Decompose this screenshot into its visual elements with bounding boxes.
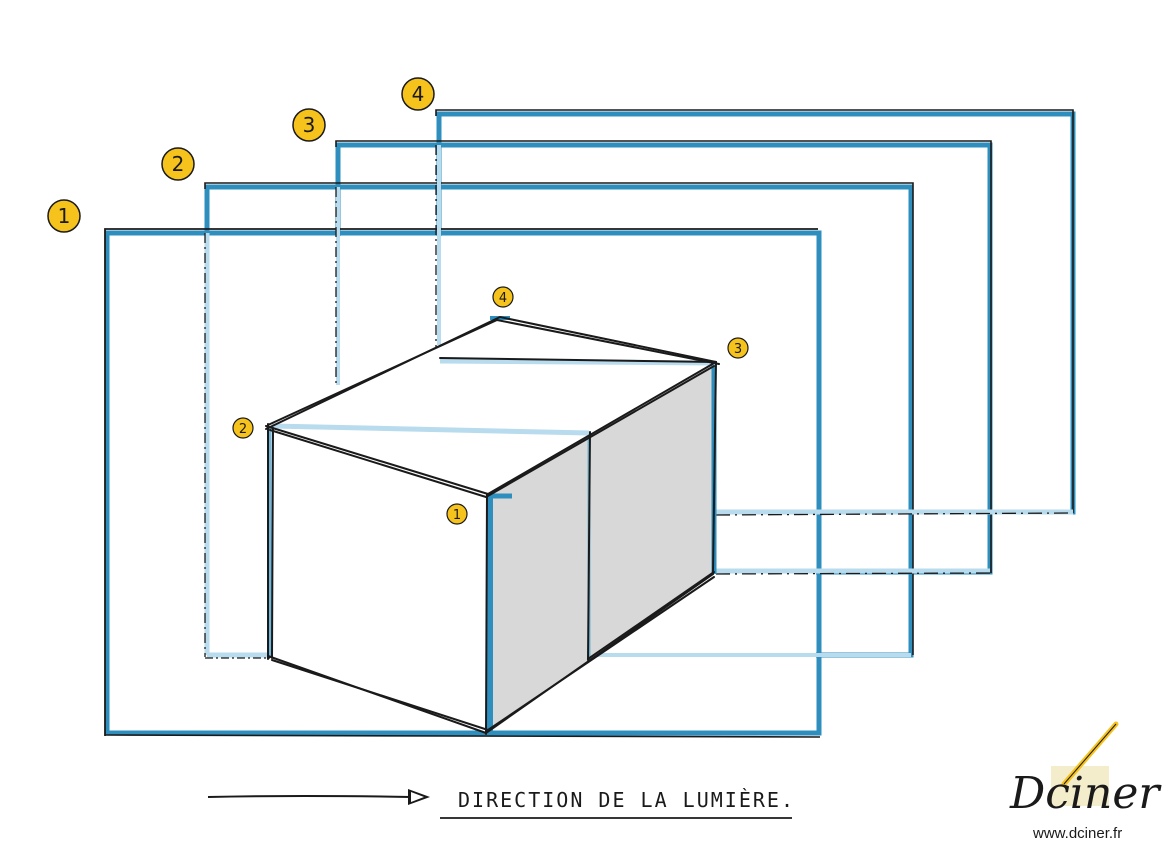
plane-badge-2: 2: [161, 147, 195, 181]
logo-url: www.dciner.fr: [1032, 825, 1122, 842]
vertex-4-label: 4: [499, 291, 507, 306]
light-direction-arrow: [207, 789, 430, 805]
dciner-logo: Dciner www.dciner.fr: [1009, 721, 1162, 842]
vertex-badge-3: 3: [727, 337, 749, 359]
plane-badge-1: 1: [47, 199, 81, 233]
vertex-badge-1: 1: [446, 503, 468, 525]
plane-1: [104, 228, 822, 738]
plane-badge-3: 3: [292, 108, 326, 142]
light-direction-caption: DIRECTION DE LA LUMIÈRE.: [458, 788, 795, 812]
plane-4-label: 4: [412, 82, 425, 106]
vertex-1-label: 1: [453, 508, 461, 523]
logo-name: Dciner: [1009, 768, 1162, 819]
vertex-3-label: 3: [734, 342, 742, 357]
plane-3-label: 3: [303, 113, 316, 137]
plane-2-label: 2: [172, 152, 185, 176]
plane-1-label: 1: [58, 204, 71, 228]
vertex-2-label: 2: [239, 422, 247, 437]
vertex-badge-4: 4: [492, 286, 514, 308]
plane-badge-4: 4: [401, 77, 435, 111]
pencil-icon: [1063, 723, 1117, 785]
box-shape: [265, 315, 720, 735]
projection-lines: [204, 145, 1074, 659]
vertex-badge-2: 2: [232, 417, 254, 439]
